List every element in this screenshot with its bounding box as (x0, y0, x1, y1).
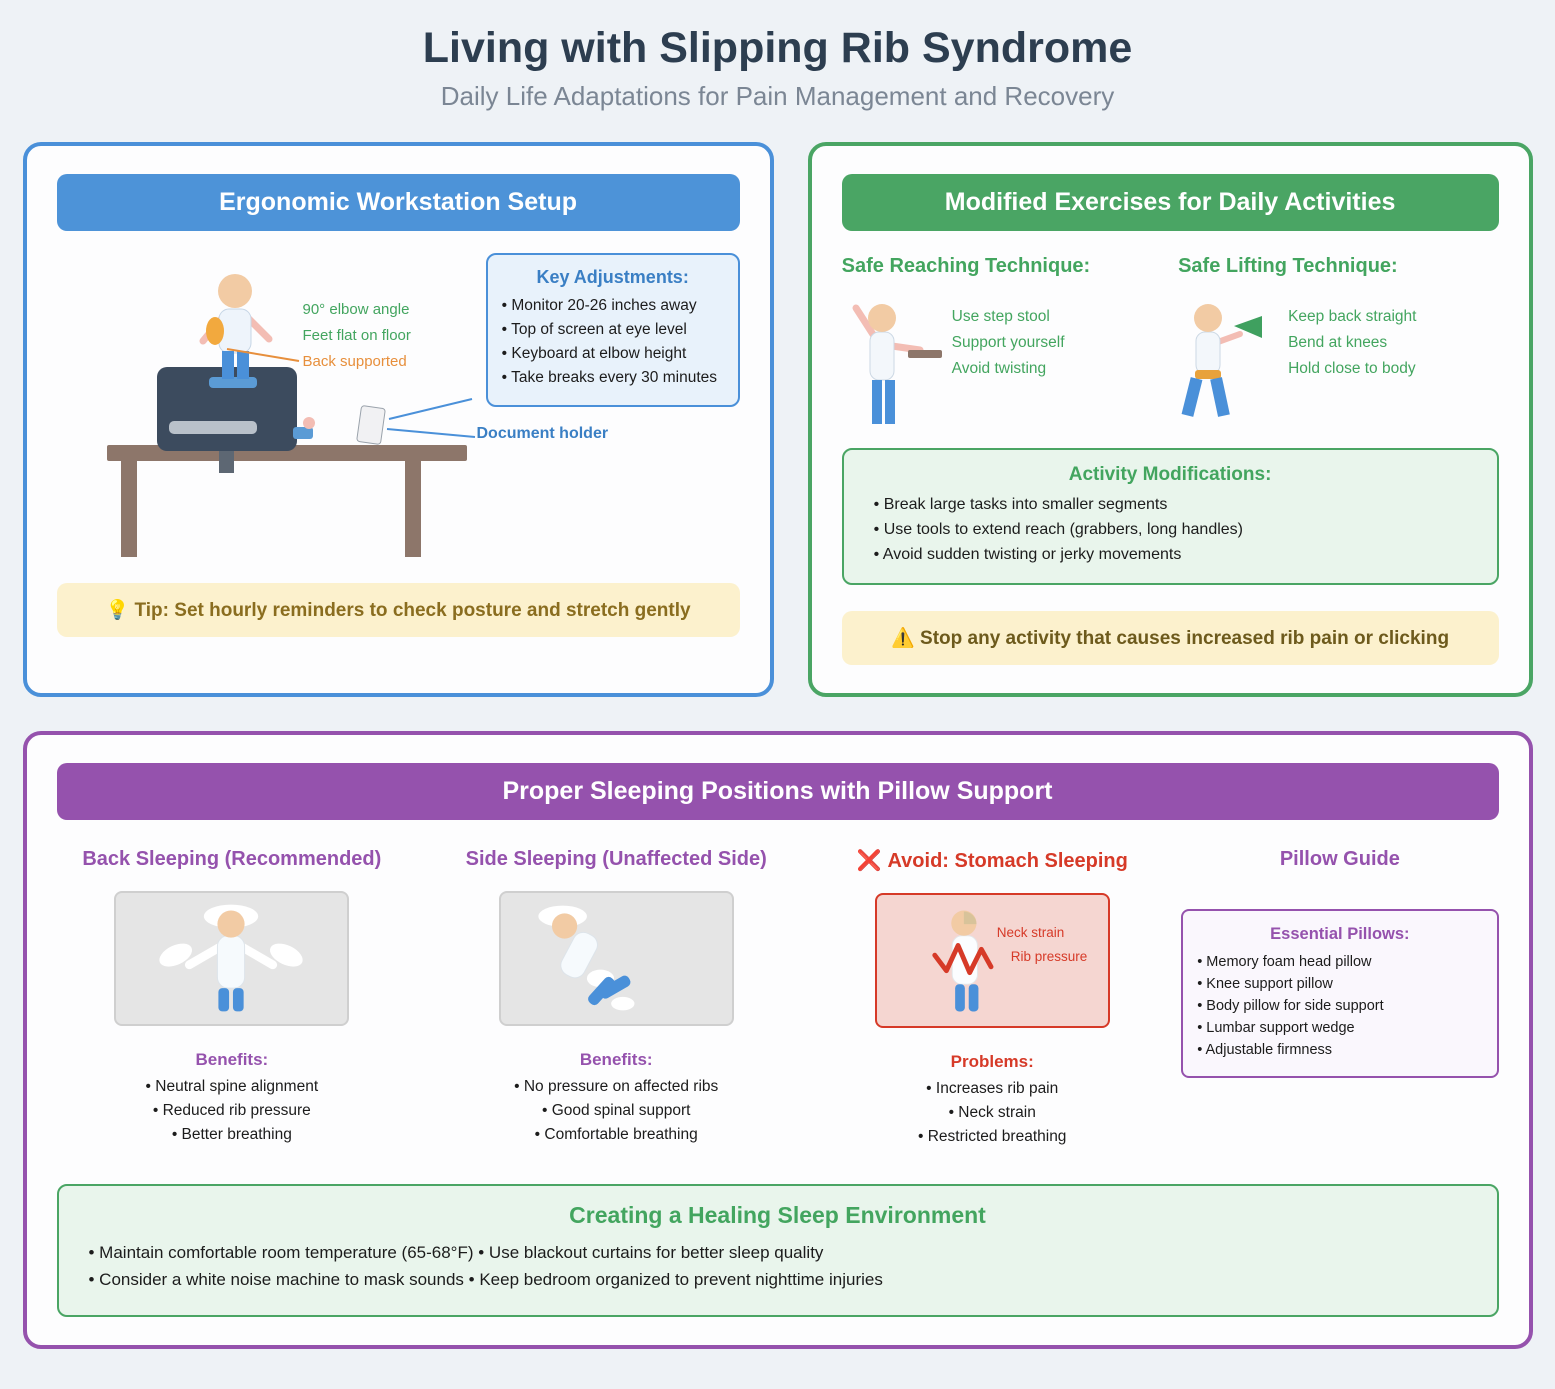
activity-modifications-box: Activity Modifications: • Break large ta… (841, 448, 1499, 585)
workstation-illustration (106, 274, 475, 557)
reaching-title: Safe Reaching Technique: (841, 255, 1091, 277)
sleep-environment-box: Creating a Healing Sleep Environment • M… (56, 1184, 1499, 1317)
stomach-sleeping-title: ❌Avoid: Stomach Sleeping (825, 848, 1159, 873)
side-sleeper-figure (538, 905, 635, 1011)
sleeping-grid: Back Sleeping (Recommended) Benefit (57, 848, 1499, 1152)
monitor (156, 367, 297, 473)
pillow-guide-column: Pillow Guide Essential Pillows: • Memory… (1181, 848, 1499, 1152)
lightbulb-icon: 💡 (105, 600, 130, 621)
sleep-environment-line: • Consider a white noise machine to mask… (88, 1270, 883, 1289)
reaching-tip: Avoid twisting (951, 360, 1047, 377)
activity-warning-bar: ⚠️ Stop any activity that causes increas… (841, 611, 1499, 665)
neck-strain-annotation: Neck strain (996, 925, 1065, 940)
back-benefit-item: • Reduced rib pressure (152, 1102, 311, 1119)
avoid-cross-icon: ❌ (856, 850, 882, 872)
lifting-tip: Bend at knees (1288, 334, 1388, 351)
key-adjustment-item: • Take breaks every 30 minutes (501, 369, 717, 386)
lifting-section: Safe Lifting Technique: Keep ba (1178, 251, 1498, 432)
activity-modifications-title: Activity Modifications: (1068, 464, 1272, 485)
document-holder-label: Document holder (476, 425, 609, 442)
back-benefits-label: Benefits: (195, 1050, 269, 1069)
keyboard (292, 417, 315, 439)
reaching-figure (852, 304, 942, 424)
essential-pillows-title: Essential Pillows: (1270, 925, 1410, 943)
stomach-sleeping-column: ❌Avoid: Stomach Sleeping Neck strain Rib… (825, 848, 1159, 1152)
reaching-section: Safe Reaching Technique: Use st (842, 251, 1162, 432)
techniques-row: Safe Reaching Technique: Use st (842, 251, 1499, 432)
key-adjustments-box: Key Adjustments: • Monitor 20-26 inches … (485, 253, 740, 407)
posture-tip-text: Tip: Set hourly reminders to check postu… (134, 600, 691, 621)
exercises-panel: Modified Exercises for Daily Activities … (807, 142, 1533, 697)
document-holder (355, 405, 386, 445)
activity-modification-item: • Use tools to extend reach (grabbers, l… (873, 521, 1244, 538)
back-benefit-item: • Better breathing (171, 1126, 292, 1143)
key-adjustment-item: • Top of screen at eye level (501, 321, 687, 338)
lifting-title: Safe Lifting Technique: (1178, 255, 1398, 277)
stomach-problem-item: • Restricted breathing (917, 1128, 1067, 1145)
key-adjustments-title: Key Adjustments: (536, 267, 689, 287)
page-title: Living with Slipping Rib Syndrome (422, 24, 1133, 72)
stomach-title-text: Avoid: Stomach Sleeping (887, 850, 1128, 872)
infographic-page: Living with Slipping Rib Syndrome Daily … (22, 0, 1533, 1389)
key-adjustment-item: • Keyboard at elbow height (501, 345, 687, 362)
seated-person (199, 274, 272, 388)
pillow-item: • Lumbar support wedge (1197, 1020, 1355, 1036)
stomach-problem-item: • Increases rib pain (926, 1080, 1059, 1097)
pillow-guide-title: Pillow Guide (1279, 848, 1400, 870)
back-sleeping-illustration (114, 891, 350, 1026)
document-holder-line (386, 428, 475, 438)
posture-tip-bar: 💡 Tip: Set hourly reminders to check pos… (56, 583, 740, 637)
side-sleeping-column: Side Sleeping (Unaffected Side) Benefits… (429, 848, 803, 1152)
key-adjustment-item: • Monitor 20-26 inches away (501, 297, 697, 314)
lifting-tip: Keep back straight (1288, 308, 1417, 325)
back-sleeping-column: Back Sleeping (Recommended) Benefit (57, 848, 408, 1152)
side-benefits-label: Benefits: (579, 1050, 653, 1069)
reaching-tip: Use step stool (951, 308, 1050, 325)
sleeping-panel: Proper Sleeping Positions with Pillow Su… (22, 731, 1533, 1349)
side-sleeping-title: Side Sleeping (Unaffected Side) (465, 848, 767, 870)
reaching-tip: Support yourself (951, 334, 1065, 351)
back-sleeper-figure (159, 904, 304, 1012)
stomach-sleeper-figure (932, 910, 994, 1012)
activity-modification-item: • Break large tasks into smaller segment… (873, 496, 1168, 513)
ergonomic-panel-header: Ergonomic Workstation Setup (56, 174, 740, 231)
pillow-item: • Adjustable firmness (1197, 1042, 1333, 1058)
annotation-back-supported: Back supported (302, 353, 407, 370)
back-supported-line (226, 348, 299, 362)
pillow-item: • Memory foam head pillow (1197, 954, 1372, 970)
side-sleeping-illustration (498, 891, 734, 1026)
pillow-item: • Body pillow for side support (1197, 998, 1384, 1014)
annotation-feet-flat: Feet flat on floor (302, 327, 411, 344)
workstation-scene: 90° elbow angle Feet flat on floor Back … (57, 249, 740, 569)
side-benefit-item: • Comfortable breathing (534, 1126, 698, 1143)
sleep-environment-title: Creating a Healing Sleep Environment (569, 1202, 986, 1228)
side-benefit-item: • No pressure on affected ribs (514, 1078, 719, 1095)
warning-icon: ⚠️ (891, 628, 915, 649)
sleeping-panel-header: Proper Sleeping Positions with Pillow Su… (56, 763, 1499, 820)
rib-pressure-annotation: Rib pressure (1010, 949, 1088, 964)
pillow-item: • Knee support pillow (1197, 976, 1333, 992)
lifting-figure (1181, 304, 1263, 417)
activity-warning-text: Stop any activity that causes increased … (920, 628, 1450, 649)
key-adjustments-line (388, 398, 472, 420)
annotation-elbow-angle: 90° elbow angle (302, 301, 410, 318)
top-row: Ergonomic Workstation Setup (22, 142, 1533, 697)
activity-modification-item: • Avoid sudden twisting or jerky movemen… (873, 546, 1182, 563)
page-subtitle: Daily Life Adaptations for Pain Manageme… (440, 81, 1115, 111)
ergonomic-panel: Ergonomic Workstation Setup (22, 142, 774, 697)
stomach-problem-item: • Neck strain (948, 1104, 1036, 1121)
stomach-problems-label: Problems: (950, 1052, 1034, 1071)
stomach-sleeping-illustration: Neck strain Rib pressure (874, 893, 1110, 1028)
sleep-environment-line: • Maintain comfortable room temperature … (88, 1243, 824, 1262)
back-sleeping-title: Back Sleeping (Recommended) (82, 848, 382, 870)
desk (106, 445, 467, 557)
back-benefit-item: • Neutral spine alignment (145, 1078, 319, 1095)
side-benefit-item: • Good spinal support (541, 1102, 691, 1119)
exercises-panel-header: Modified Exercises for Daily Activities (841, 174, 1499, 231)
essential-pillows-box: Essential Pillows: • Memory foam head pi… (1181, 909, 1499, 1078)
lifting-tip: Hold close to body (1288, 360, 1416, 377)
